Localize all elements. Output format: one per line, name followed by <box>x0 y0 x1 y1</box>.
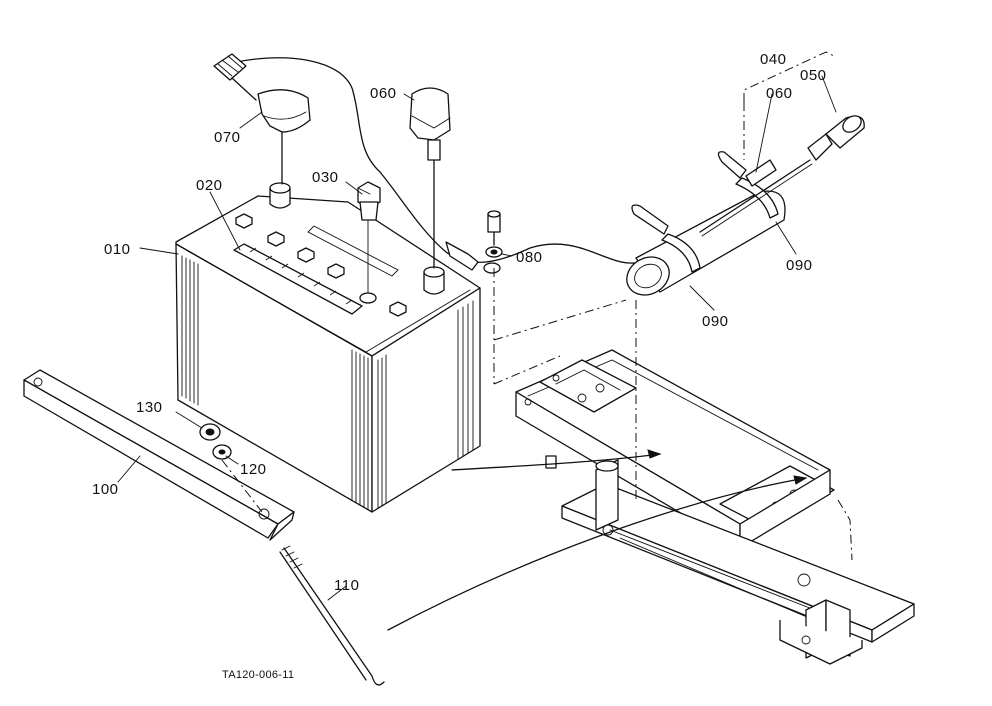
label-040: 040 <box>760 51 787 68</box>
label-120: 120 <box>240 461 267 478</box>
label-100: 100 <box>92 481 119 498</box>
label-090-lower: 090 <box>702 313 729 330</box>
label-030: 030 <box>312 169 339 186</box>
label-020: 020 <box>196 177 223 194</box>
terminal-cover-070 <box>257 89 311 185</box>
terminal-bolt-080 <box>445 210 503 274</box>
label-110: 110 <box>334 577 359 594</box>
tube-assembly <box>626 51 865 296</box>
label-130: 130 <box>136 399 163 416</box>
label-060-plug: 060 <box>370 85 397 102</box>
label-070: 070 <box>214 129 241 146</box>
nut-130 <box>199 423 221 441</box>
label-050: 050 <box>800 67 827 84</box>
label-060-tube: 060 <box>766 85 793 102</box>
washer-120 <box>212 444 232 460</box>
plug-060 <box>409 87 451 269</box>
cable-braid <box>213 53 257 101</box>
label-080: 080 <box>516 249 543 266</box>
drawing-code: TA120-006-11 <box>222 669 294 681</box>
hook-rod-110 <box>279 545 385 686</box>
label-090-upper: 090 <box>786 257 813 274</box>
hold-down-bar-100 <box>23 369 295 541</box>
vent-plug-030 <box>357 181 381 293</box>
leader-lines <box>117 75 837 601</box>
label-010: 010 <box>104 241 131 258</box>
mounting-frame <box>515 349 915 665</box>
battery <box>175 182 481 513</box>
